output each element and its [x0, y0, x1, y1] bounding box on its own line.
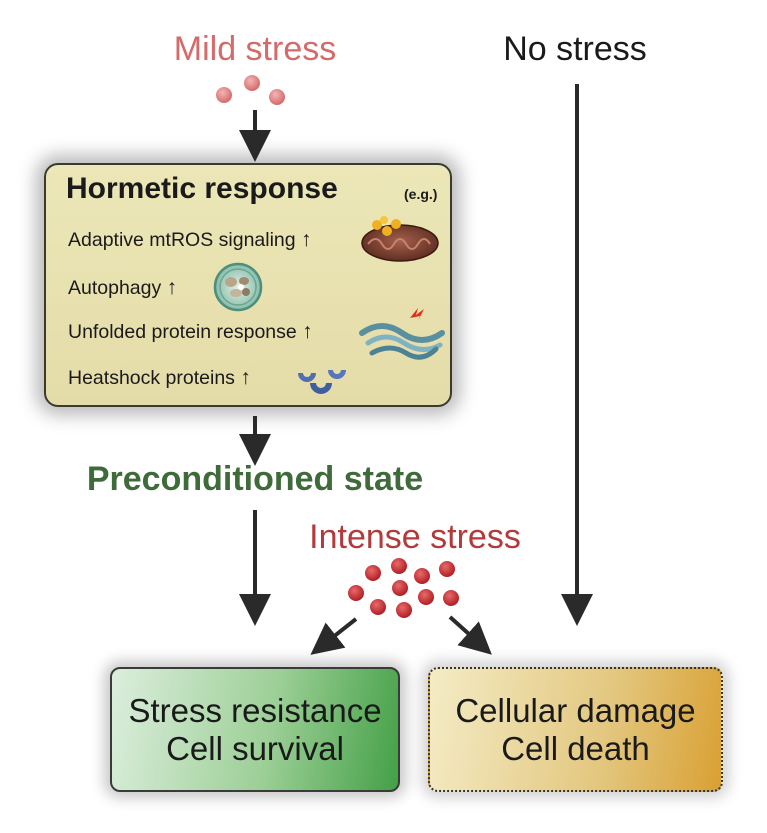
intense-stress-dot — [396, 602, 412, 618]
no-stress-label: No stress — [503, 30, 647, 68]
intense-stress-dot — [418, 589, 434, 605]
mild-stress-dot — [244, 75, 260, 91]
hormetic-item-autophagy: Autophagy ↑ — [68, 276, 177, 300]
flow-arrows — [239, 84, 593, 655]
intense-stress-dot — [348, 585, 364, 601]
mild-stress-dot — [269, 89, 285, 105]
up-arrow-icon: ↑ — [301, 228, 312, 251]
hormetic-item-label: Heatshock proteins — [68, 367, 235, 389]
intense-stress-dot — [414, 568, 430, 584]
arrow-intense-to-death — [448, 615, 492, 655]
intense-stress-dot — [365, 565, 381, 581]
mild-stress-label: Mild stress — [173, 30, 337, 68]
intense-stress-dot — [370, 599, 386, 615]
mild-stress-dots — [216, 75, 285, 105]
intense-stress-dot — [392, 580, 408, 596]
intense-stress-dots — [348, 558, 459, 618]
hormetic-item-upr: Unfolded protein response ↑ — [68, 320, 313, 344]
intense-stress-label: Intense stress — [309, 518, 521, 556]
stress-resistance-box: Stress resistance Cell survival — [110, 667, 400, 792]
hormetic-item-label: Adaptive mtROS signaling — [68, 229, 296, 251]
hormetic-item-label: Autophagy — [68, 277, 162, 299]
up-arrow-icon: ↑ — [240, 366, 251, 389]
death-line2: Cell death — [501, 729, 650, 767]
preconditioned-state-label: Preconditioned state — [86, 460, 424, 498]
arrow-intense-to-survival — [310, 617, 358, 655]
hormetic-item-mtros: Adaptive mtROS signaling ↑ — [68, 228, 312, 252]
hormetic-eg-note: (e.g.) — [404, 186, 438, 202]
heatshock-protein-icon — [298, 370, 346, 394]
hormetic-item-label: Unfolded protein response — [68, 321, 297, 343]
cellular-damage-box: Cellular damage Cell death — [428, 667, 723, 792]
mild-stress-dot — [216, 87, 232, 103]
intense-stress-dot — [391, 558, 407, 574]
survival-line1: Stress resistance — [128, 691, 382, 729]
intense-stress-dot — [443, 590, 459, 606]
hormetic-item-heatshock: Heatshock proteins ↑ — [68, 366, 251, 390]
death-line1: Cellular damage — [455, 691, 696, 729]
survival-line2: Cell survival — [166, 729, 344, 767]
intense-stress-dot — [439, 561, 455, 577]
up-arrow-icon: ↑ — [302, 320, 313, 343]
up-arrow-icon: ↑ — [166, 276, 178, 299]
mitochondrion-icon — [361, 216, 439, 262]
hormetic-response-box — [44, 163, 452, 407]
hormetic-title: Hormetic response — [66, 172, 338, 205]
endoplasmic-reticulum-icon — [359, 308, 445, 360]
autophagosome-icon — [213, 262, 263, 312]
